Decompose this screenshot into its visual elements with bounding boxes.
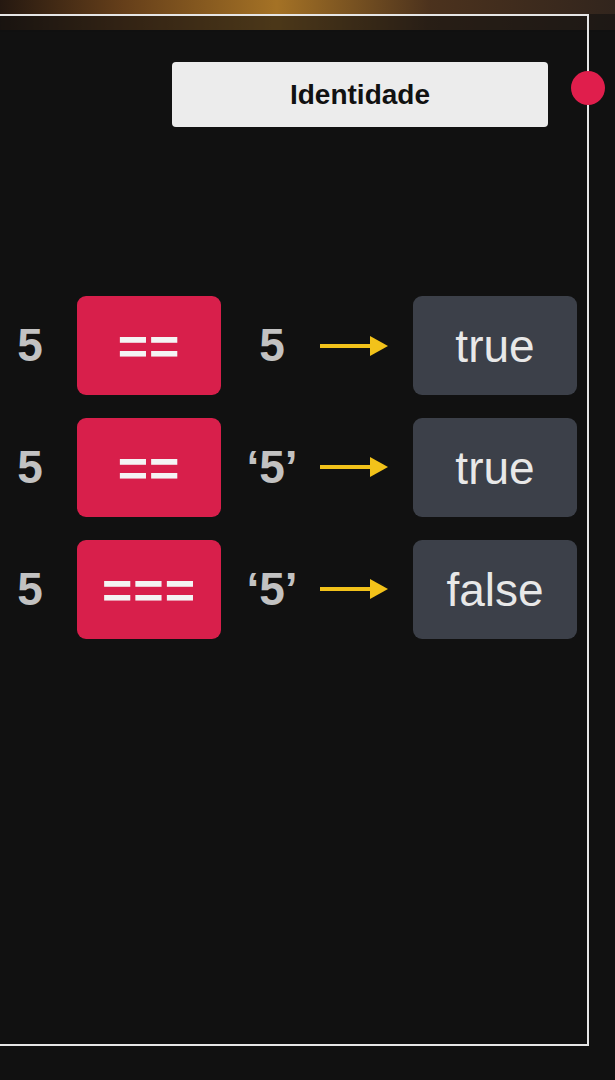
box-text: == — [118, 316, 181, 376]
box-text: true — [455, 319, 534, 373]
result-box: false — [413, 540, 577, 639]
box-text: == — [118, 438, 181, 498]
frame-line — [0, 14, 589, 16]
box-text: false — [446, 563, 543, 617]
operand-value: 5 — [17, 296, 43, 395]
operator-box: == — [77, 418, 221, 517]
strip-shade — [0, 14, 615, 32]
arrow-head — [370, 336, 388, 356]
title-text: Identidade — [290, 79, 430, 111]
operand-value: 5 — [259, 296, 285, 395]
arrows — [320, 336, 388, 599]
arrow-line — [320, 465, 372, 469]
box-text: === — [102, 560, 196, 620]
arrow-head — [370, 579, 388, 599]
result-box: true — [413, 418, 577, 517]
operand-value: ‘5’ — [246, 418, 297, 517]
arrow-line — [320, 587, 372, 591]
record-dot — [571, 71, 605, 105]
frame-line — [0, 1044, 589, 1046]
arrow-line — [320, 344, 372, 348]
operand-value: ‘5’ — [246, 540, 297, 639]
operand-value: 5 — [17, 540, 43, 639]
box-text: true — [455, 441, 534, 495]
result-box: true — [413, 296, 577, 395]
operand-value: 5 — [17, 418, 43, 517]
title-box: Identidade — [172, 62, 548, 127]
operator-box: === — [77, 540, 221, 639]
frame-line — [587, 15, 589, 1046]
operator-box: == — [77, 296, 221, 395]
arrow-head — [370, 457, 388, 477]
